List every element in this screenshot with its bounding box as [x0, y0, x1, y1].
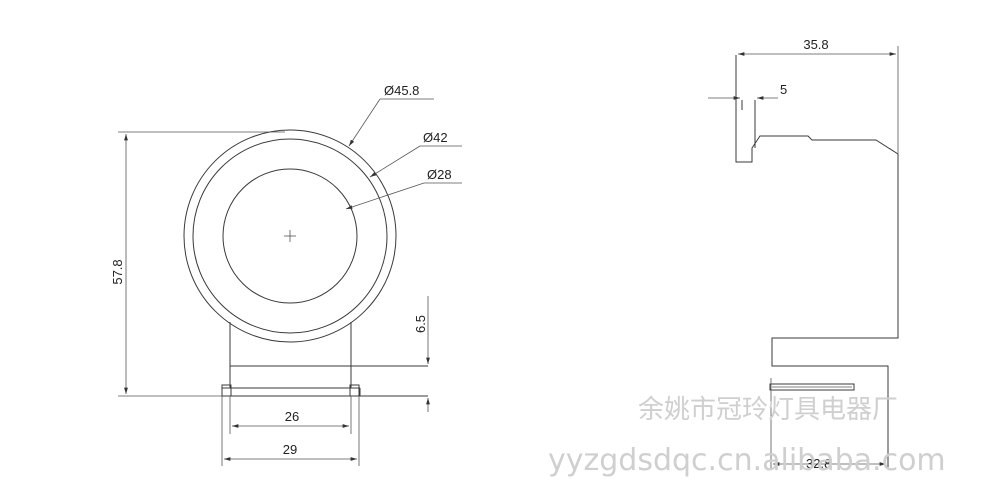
outer-width-dimension: 29 — [221, 396, 360, 466]
watermark-company: 余姚市冠玲灯具电器厂 — [638, 395, 898, 425]
flange-dimension: 5 — [708, 82, 787, 100]
inner-diameter-leader: Ø28 — [345, 167, 462, 210]
inner-diameter-label: Ø28 — [427, 167, 452, 182]
height-dimension: 57.8 — [110, 131, 285, 397]
base-height-dimension: 6.5 — [413, 296, 430, 412]
middle-circle — [192, 138, 388, 334]
outer-width-label: 29 — [283, 442, 297, 457]
total-depth-dimension: 35.8 — [738, 37, 899, 154]
watermark: 余姚市冠玲灯具电器厂 yyzgdsdqc.cn.alibaba.com — [548, 395, 946, 478]
bottom-depth-dimension: 32.8 — [770, 378, 886, 471]
front-view: 57.8 6.5 26 29 Ø45.8 — [110, 83, 462, 466]
watermark-url: yyzgdsdqc.cn.alibaba.com — [548, 443, 946, 478]
base-outline — [221, 322, 428, 397]
bottom-plate — [769, 383, 855, 391]
side-view: 35.8 5 32.8 — [708, 37, 899, 471]
outer-diameter-leader: Ø45.8 — [348, 83, 434, 147]
center-mark — [284, 230, 296, 242]
inner-circle — [222, 168, 358, 304]
inner-width-dimension: 26 — [229, 396, 352, 434]
base-height-label: 6.5 — [413, 315, 428, 333]
middle-diameter-leader: Ø42 — [369, 130, 462, 178]
side-profile — [735, 55, 899, 468]
total-depth-label: 35.8 — [803, 37, 828, 52]
middle-diameter-label: Ø42 — [423, 130, 448, 145]
height-label: 57.8 — [110, 259, 125, 284]
outer-circle — [183, 129, 397, 343]
inner-width-label: 26 — [285, 409, 299, 424]
bottom-depth-label: 32.8 — [806, 456, 831, 471]
flange-label: 5 — [780, 82, 787, 97]
outer-diameter-label: Ø45.8 — [384, 83, 419, 98]
